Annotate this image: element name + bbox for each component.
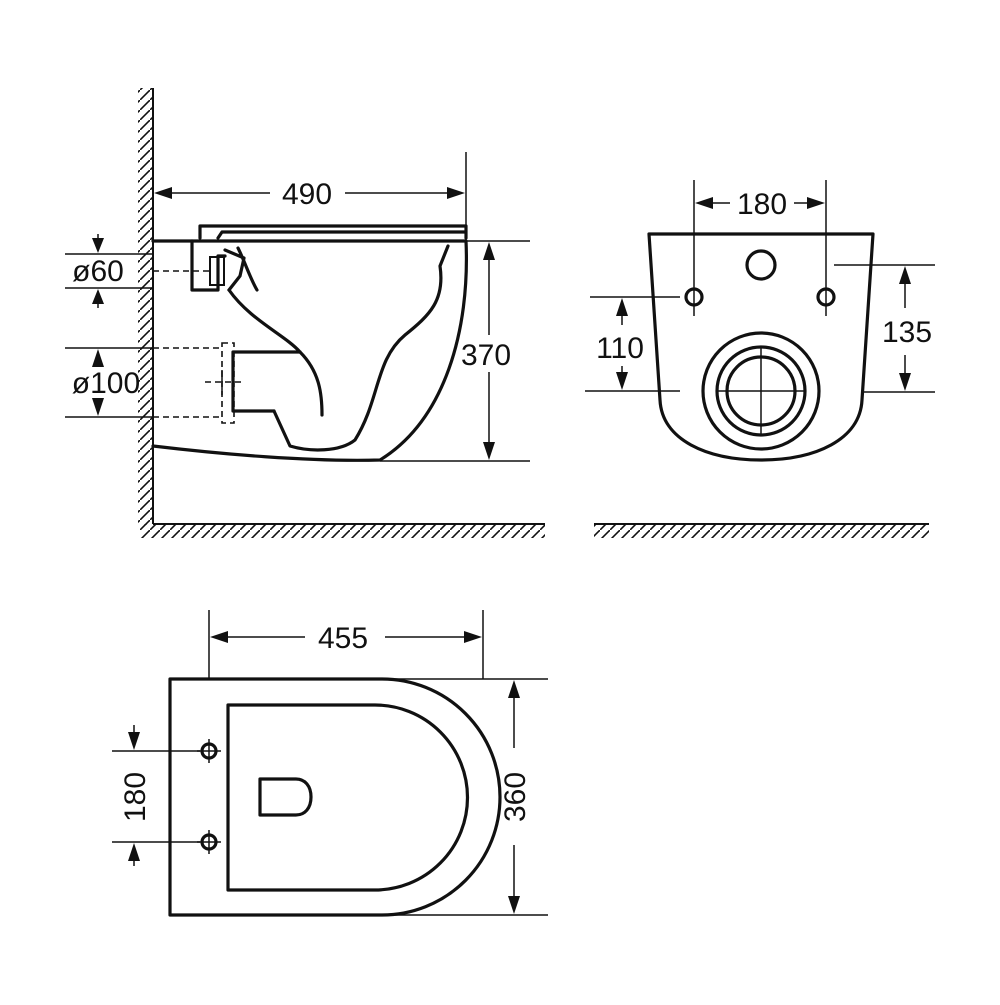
dimension-360-label: 360: [499, 772, 532, 822]
dimension-110: 110: [585, 296, 680, 392]
dimension-inlet: ø60: [65, 234, 153, 308]
dimension-455-label: 455: [318, 622, 368, 655]
dimension-110-label: 110: [596, 332, 644, 365]
top-bolt-hole-upper: [197, 739, 221, 763]
inlet-hole: [745, 249, 777, 281]
seat-outline: [226, 703, 470, 892]
top-bolt-hole-lower: [197, 830, 221, 854]
dimension-490: 490: [152, 152, 467, 235]
wall-hatch: [138, 88, 154, 525]
flush-inlet: [190, 239, 227, 292]
top-view: 455 360 180: [112, 610, 548, 917]
bowl-trap: [227, 244, 450, 452]
dimension-top-bolt-spacing-label: 180: [119, 772, 152, 822]
dimension-135-label: 135: [882, 316, 932, 349]
dimension-outlet-label: ø100: [72, 367, 140, 400]
back-outline: [647, 232, 875, 462]
waste-outlet-back: [701, 331, 821, 451]
dimension-455: 455: [208, 610, 484, 679]
dimension-360: 360: [382, 678, 548, 916]
dimension-370: 370: [380, 240, 530, 462]
dimension-bolt-spacing: 180: [693, 180, 827, 316]
back-view: 180 110 135: [585, 180, 935, 538]
dimension-490-label: 490: [282, 178, 332, 211]
seat-lid: [198, 224, 468, 240]
bowl-rim: [223, 246, 259, 292]
back-floor-hatch: [594, 523, 929, 538]
dimension-bolt-spacing-label: 180: [737, 188, 787, 221]
dimension-135: 135: [834, 264, 935, 393]
dimension-outlet: ø100: [65, 347, 153, 418]
waste-outlet: [231, 350, 302, 413]
floor-hatch: [140, 523, 545, 538]
top-outline: [168, 677, 502, 917]
dimension-top-bolt-spacing: 180: [112, 725, 200, 866]
side-view: 490 370 ø60: [65, 88, 545, 538]
dimension-inlet-label: ø60: [72, 255, 124, 288]
dimension-370-label: 370: [461, 339, 511, 372]
bowl-outline: [151, 239, 469, 462]
bowl-opening: [258, 777, 313, 817]
